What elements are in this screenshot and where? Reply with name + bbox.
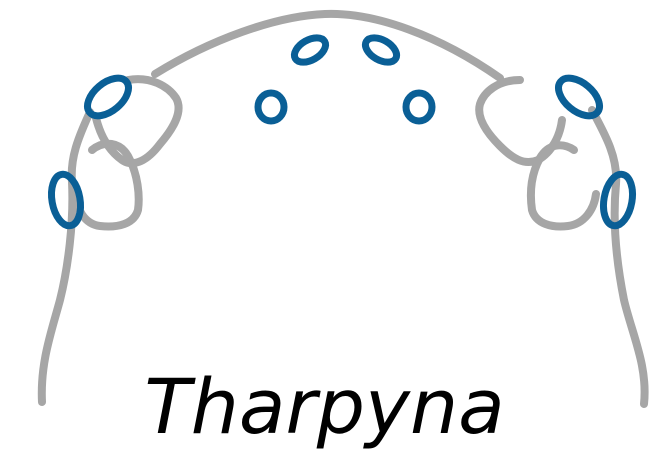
posterior-lateral-eye-left xyxy=(47,170,85,230)
carapace-top-edge xyxy=(151,9,504,82)
eyes xyxy=(47,34,637,230)
carapace-outline xyxy=(37,9,649,408)
posterior-median-eye-right xyxy=(402,89,436,125)
carapace-right-side xyxy=(588,106,649,408)
anterior-median-eye-left xyxy=(290,34,330,66)
carapace-left-side xyxy=(37,108,94,406)
anterior-median-eye-right xyxy=(361,34,401,66)
posterior-median-eye-left xyxy=(254,89,288,125)
genus-caption: Tharpyna xyxy=(144,362,505,451)
anterior-lateral-eye-right xyxy=(555,74,603,120)
left-lower-tubercle xyxy=(72,139,143,231)
left-upper-tubercle xyxy=(92,75,183,168)
anterior-lateral-eye-left xyxy=(84,74,132,120)
posterior-lateral-eye-right xyxy=(599,170,637,230)
right-lower-tubercle xyxy=(527,141,600,231)
